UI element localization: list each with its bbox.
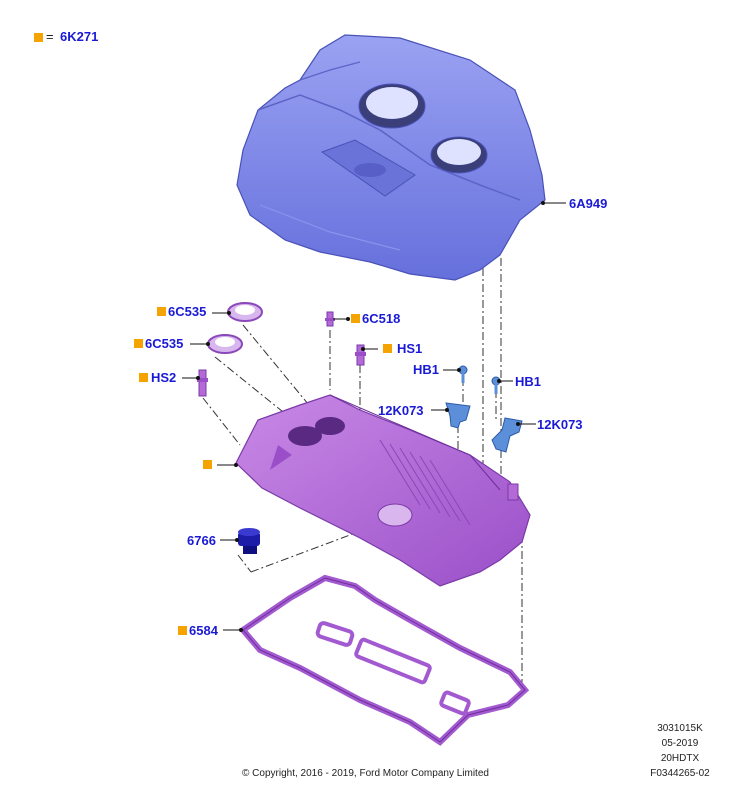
camshaft-sensor-left[interactable] [445,402,471,429]
callout-cover[interactable]: 6A949 [569,196,608,211]
oil-filler-cap[interactable] [238,528,260,554]
valve-cover[interactable] [235,394,531,587]
callout-sensor-hs2[interactable]: HS2 [151,370,177,385]
marker-seal-lower [134,339,143,348]
leader-lines [182,202,566,631]
camshaft-sensor-right[interactable] [491,417,523,453]
marker-sensor-hs1 [383,344,392,353]
callout-stud[interactable]: 6C518 [362,311,401,326]
date: 05-2019 [661,738,699,749]
callout-sensor-left[interactable]: 12K073 [378,403,424,418]
callout-sensor-hs1[interactable]: HS1 [397,341,423,356]
figure-number: F0344265-02 [650,768,710,779]
reference-2: 20HDTX [660,753,700,764]
marker-sensor-hs2 [139,373,148,382]
callout-bolt-left[interactable]: HB1 [413,362,440,377]
marker-gasket [178,626,187,635]
seal-upper[interactable] [227,302,263,322]
reference-1: 3031015K [657,723,703,734]
callout-oil-cap[interactable]: 6766 [187,533,216,548]
callout-bolt-right[interactable]: HB1 [515,374,542,389]
callout-gasket[interactable]: 6584 [189,623,218,638]
callout-sensor-right[interactable]: 12K073 [537,417,583,432]
gasket[interactable] [238,574,530,746]
sensor-hs2[interactable] [197,369,208,397]
legend-part-label[interactable]: 6K271 [60,29,99,44]
marker-valve-cover [203,460,212,469]
marker-stud [351,314,360,323]
legend-equals: = [46,29,54,44]
legend-marker [34,33,43,42]
engine-cover[interactable] [236,34,546,281]
copyright: © Copyright, 2016 - 2019, Ford Motor Com… [242,768,489,779]
marker-seal-upper [157,307,166,316]
leader-dots [196,201,545,632]
callout-seal-upper[interactable]: 6C535 [168,304,207,319]
sensor-hs1[interactable] [355,344,366,366]
callout-seal-lower[interactable]: 6C535 [145,336,184,351]
seal-lower[interactable] [207,334,243,354]
